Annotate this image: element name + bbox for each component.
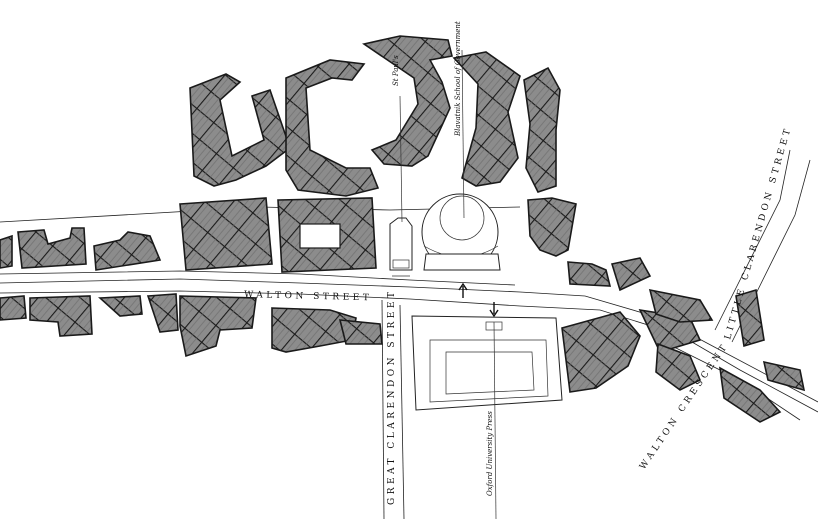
south-houses-west (0, 293, 383, 358)
entrance-arrow-south (489, 302, 499, 318)
west-houses-north (0, 227, 652, 292)
great-clarendon-street-label: GREAT CLARENDON STREET (387, 289, 397, 505)
little-clarendon-street-roadway (714, 149, 811, 343)
entrance-arrow-north (458, 282, 468, 298)
st-pauls-building (389, 95, 413, 277)
blavatnik-label: Blavatnik School of Government (454, 21, 462, 137)
st-pauls-label: St Paul's (392, 55, 400, 86)
central-blocks (179, 197, 577, 273)
oup-building (411, 315, 563, 519)
north-buildings (189, 35, 561, 197)
blavatnik-building (421, 49, 501, 271)
east-buildings (561, 288, 806, 423)
great-clarendon-street-roadway (381, 299, 405, 519)
walton-street-label: WALTON STREET (244, 290, 372, 303)
oup-label: Oxford University Press (486, 411, 494, 496)
